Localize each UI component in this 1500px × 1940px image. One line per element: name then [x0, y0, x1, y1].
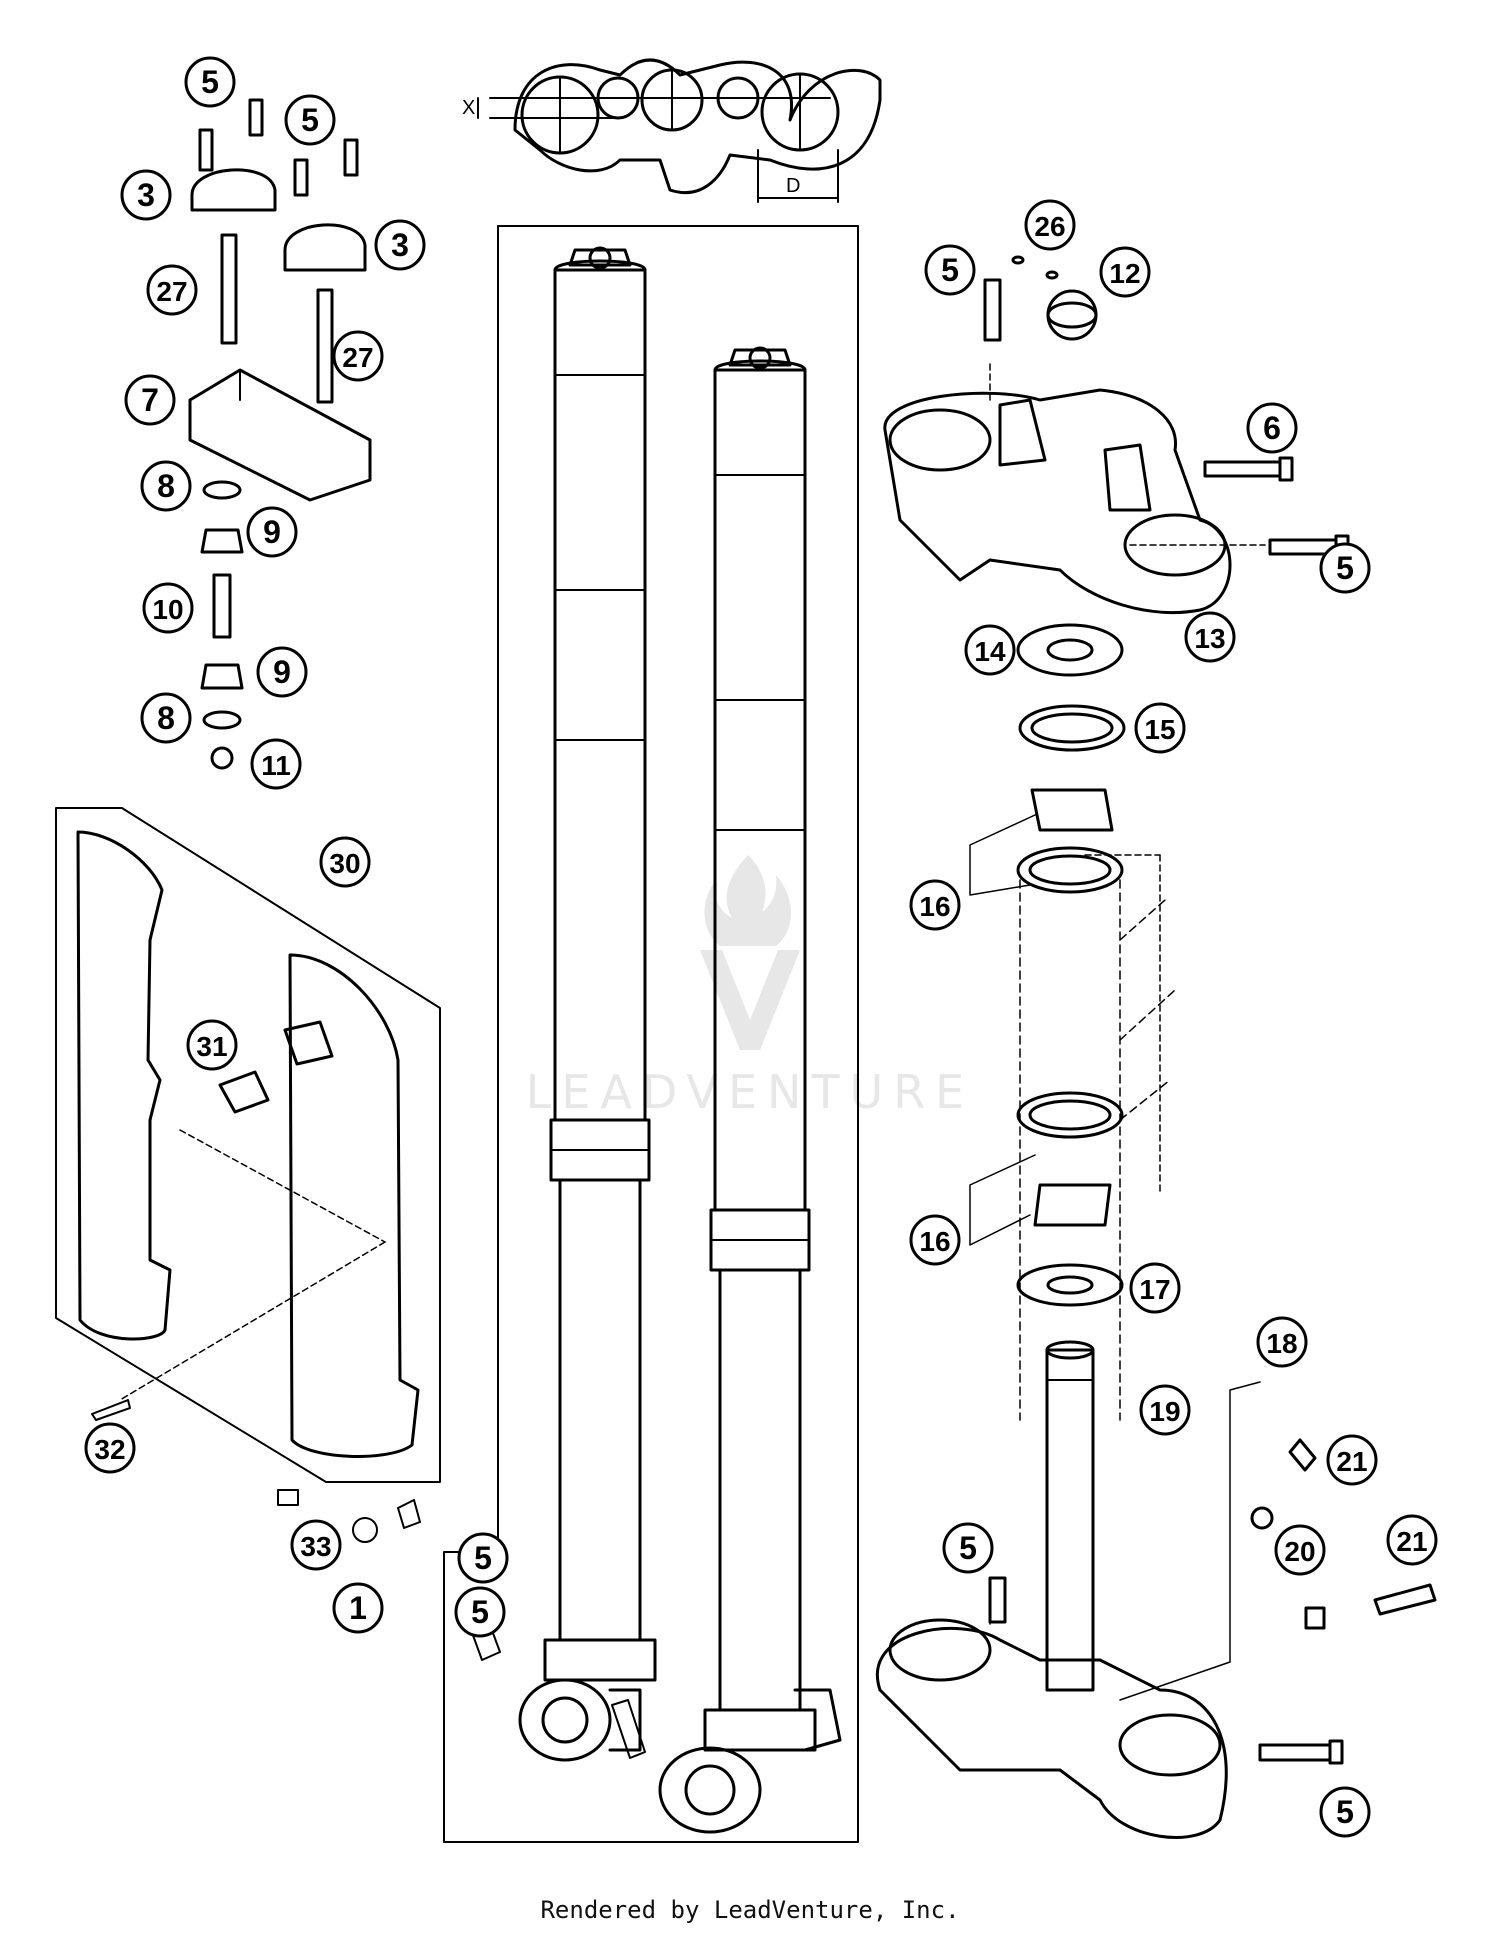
- callout-bubble: [1024, 199, 1076, 251]
- callout-label: 13: [1194, 623, 1225, 654]
- callout-label: 10: [152, 594, 183, 625]
- callout-bubble: [290, 1519, 342, 1571]
- callout-bubble: [1246, 402, 1298, 454]
- callout-label: 14: [974, 636, 1006, 667]
- callout-label: 19: [1149, 1396, 1180, 1427]
- callout-bubble: [374, 219, 426, 271]
- callout-label: 17: [1139, 1274, 1170, 1305]
- callouts: 1335555555567889910111213141516161718192…: [84, 56, 1438, 1838]
- callout-label: 5: [474, 1540, 492, 1576]
- watermark-v-icon: [700, 950, 800, 1050]
- callout-label: 33: [300, 1531, 331, 1562]
- callout-bubble: [184, 56, 236, 108]
- callout-label: 5: [1336, 550, 1354, 586]
- callout-label: 5: [301, 102, 319, 138]
- callout-label: 12: [1109, 258, 1140, 289]
- top-clamp-plan-view: [477, 58, 882, 203]
- callout-bubble: [1099, 246, 1151, 298]
- callout-bubble: [964, 624, 1016, 676]
- callout-label: 21: [1396, 1526, 1427, 1557]
- callout-bubble: [1129, 1262, 1181, 1314]
- callout-label: 5: [941, 252, 959, 288]
- callout-label: 20: [1284, 1536, 1315, 1567]
- callout-label: 27: [342, 342, 373, 373]
- callout-bubble: [457, 1532, 509, 1584]
- callout-bubble: [454, 1586, 506, 1638]
- callout-label: 5: [959, 1530, 977, 1566]
- callout-bubble: [1134, 702, 1186, 754]
- callout-bubble: [1184, 611, 1236, 663]
- callout-label: 7: [141, 382, 159, 418]
- callout-label: 5: [1336, 1794, 1354, 1830]
- callout-label: 8: [157, 468, 175, 504]
- callout-bubble: [1139, 1384, 1191, 1436]
- fork-guards: [76, 830, 420, 1458]
- watermark: LEADVENTURE: [526, 855, 975, 1119]
- fork-guard-frame: [55, 807, 441, 1483]
- callout-bubble: [942, 1522, 994, 1574]
- callout-label: 3: [137, 177, 155, 213]
- callout-label: 32: [94, 1434, 125, 1465]
- callout-label: 5: [201, 64, 219, 100]
- callout-label: 27: [156, 276, 187, 307]
- callout-label: 21: [1336, 1446, 1367, 1477]
- callout-label: 30: [329, 848, 360, 879]
- fork-leg-right: [658, 346, 842, 1834]
- callout-bubble: [284, 94, 336, 146]
- callout-label: 16: [919, 891, 950, 922]
- callout-label: 3: [391, 227, 409, 263]
- callout-bubble: [909, 1214, 961, 1266]
- callout-bubble: [246, 506, 298, 558]
- callout-bubble: [142, 582, 194, 634]
- callout-bubble: [256, 646, 308, 698]
- callout-label: 11: [261, 750, 291, 781]
- callout-label: 26: [1034, 211, 1065, 242]
- callout-bubble: [1319, 542, 1371, 594]
- handlebar-clamp-assembly: [188, 98, 372, 770]
- callout-bubble: [909, 879, 961, 931]
- callout-label: 9: [273, 654, 291, 690]
- callout-label: 18: [1266, 1328, 1297, 1359]
- callout-label: 6: [1263, 410, 1281, 446]
- callout-bubble: [1256, 1316, 1308, 1368]
- callout-bubble: [332, 330, 384, 382]
- fork-leg-left: [518, 246, 657, 1762]
- callout-bubble: [250, 738, 302, 790]
- callout-bubble: [332, 1582, 384, 1634]
- callout-label: 9: [263, 514, 281, 550]
- callout-bubble: [140, 692, 192, 744]
- callout-bubble: [319, 836, 371, 888]
- callout-bubble: [1386, 1514, 1438, 1566]
- fork-assembly-frame: [443, 225, 859, 1843]
- callout-label: 31: [196, 1031, 227, 1062]
- watermark-flame-icon: [704, 855, 791, 946]
- callout-label: 1: [349, 1590, 367, 1626]
- callout-bubble: [1319, 1786, 1371, 1838]
- callout-bubble: [1274, 1524, 1326, 1576]
- callout-bubble: [924, 244, 976, 296]
- callout-bubble: [186, 1019, 238, 1071]
- callout-bubble: [124, 374, 176, 426]
- callout-bubble: [146, 264, 198, 316]
- callout-label: 8: [157, 700, 175, 736]
- lower-triple-clamp: [876, 1340, 1437, 1839]
- dimension-x-label: X: [462, 97, 475, 119]
- small-hardware: [91, 1399, 421, 1543]
- callout-bubble: [1326, 1434, 1378, 1486]
- callout-label: 5: [471, 1594, 489, 1630]
- callout-label: 15: [1144, 714, 1175, 745]
- callout-bubble: [84, 1422, 136, 1474]
- footer-credit: Rendered by LeadVenture, Inc.: [540, 1896, 960, 1924]
- callout-bubble: [140, 460, 192, 512]
- callout-label: 16: [919, 1226, 950, 1257]
- watermark-text: LEADVENTURE: [526, 1065, 975, 1119]
- steering-bearing-stack: [969, 623, 1176, 1421]
- guide-lines: [119, 363, 1266, 1626]
- callout-bubble: [120, 169, 172, 221]
- dimension-d-label: D: [786, 175, 800, 197]
